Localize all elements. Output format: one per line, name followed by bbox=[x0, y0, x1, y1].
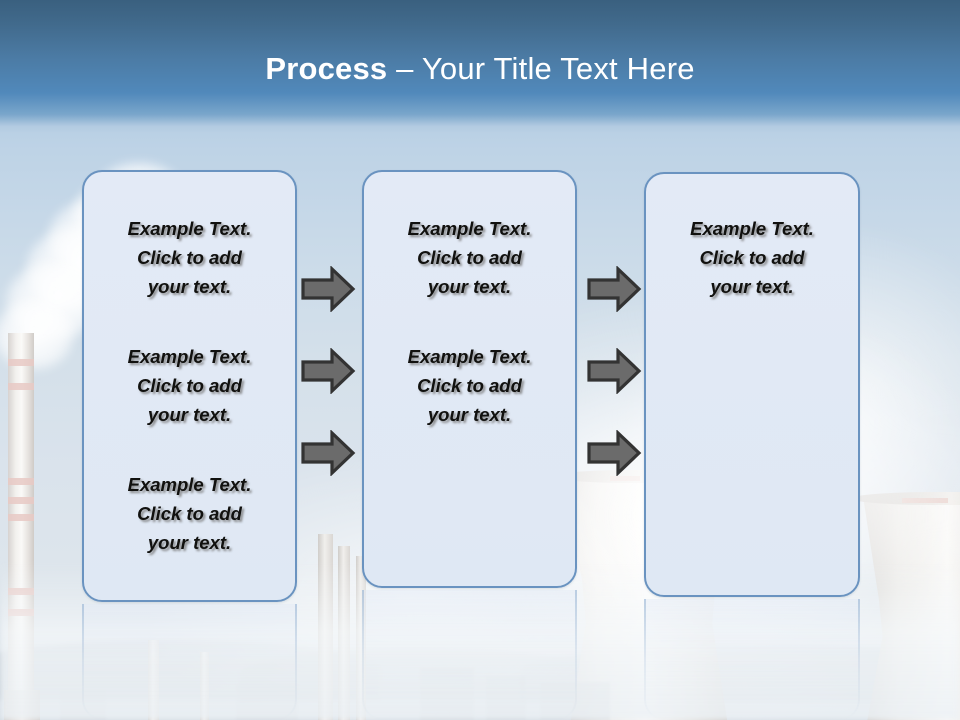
right-arrow-icon[interactable] bbox=[586, 348, 642, 394]
right-arrow-icon[interactable] bbox=[300, 266, 356, 312]
smokestack-band bbox=[8, 497, 34, 504]
smokestack-band bbox=[8, 514, 34, 521]
page-title-rest: – Your Title Text Here bbox=[387, 51, 695, 86]
box-reflection-3 bbox=[644, 599, 860, 720]
box-reflection-1 bbox=[82, 604, 297, 720]
smokestack-band bbox=[8, 359, 34, 366]
smokestack-band bbox=[8, 383, 34, 390]
right-arrow-icon[interactable] bbox=[300, 348, 356, 394]
title-banner bbox=[0, 0, 960, 133]
right-arrow-icon[interactable] bbox=[586, 266, 642, 312]
page-title: Process – Your Title Text Here bbox=[0, 49, 960, 89]
right-arrow-icon[interactable] bbox=[586, 430, 642, 476]
right-arrow-icon[interactable] bbox=[300, 430, 356, 476]
box-reflection-2 bbox=[362, 590, 577, 720]
smokestack-band bbox=[8, 478, 34, 485]
page-title-strong: Process bbox=[265, 51, 388, 86]
